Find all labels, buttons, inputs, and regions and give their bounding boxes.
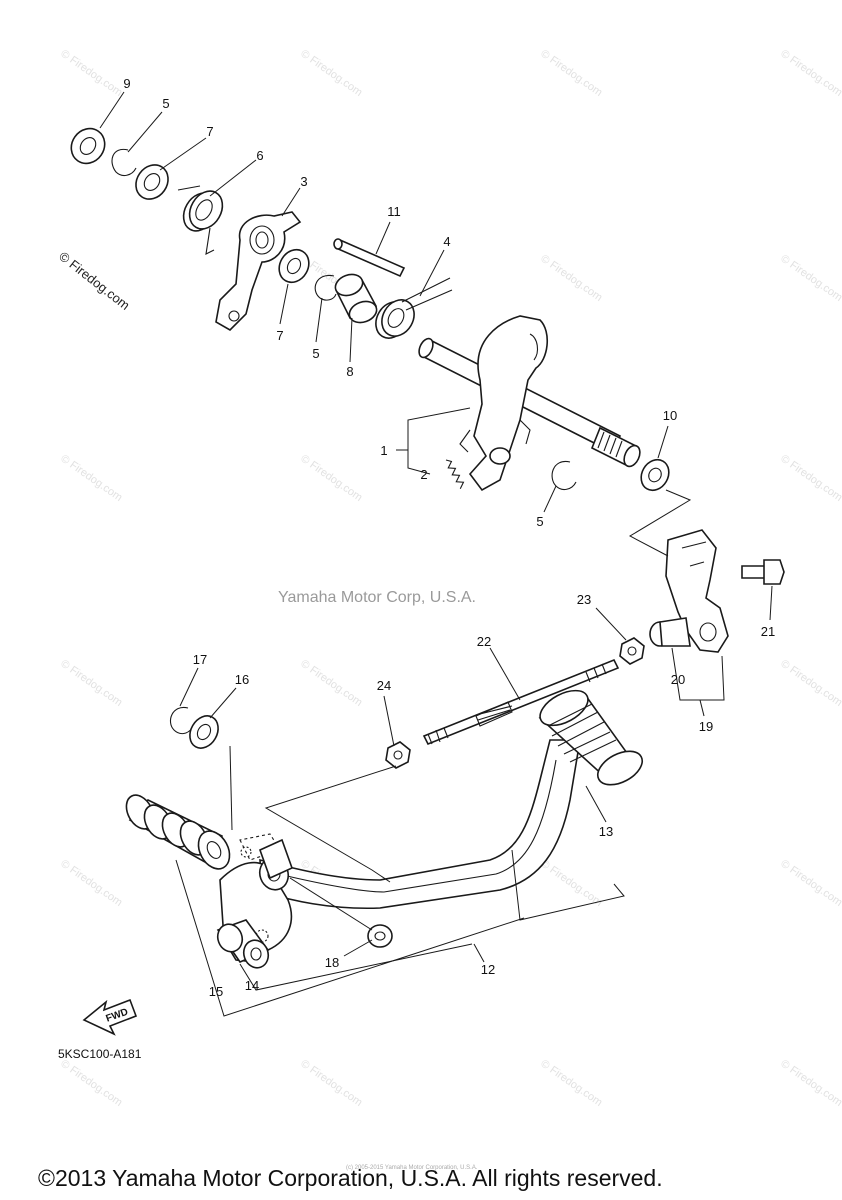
callout-2: 2 <box>420 467 427 482</box>
part-20-ball-joint <box>649 617 691 647</box>
callout-12: 12 <box>481 962 495 977</box>
callout-9: 9 <box>123 76 130 91</box>
callout-10: 10 <box>663 408 677 423</box>
small-copyright: (c) 2005-2015 Yamaha Motor Corporation, … <box>346 1165 478 1171</box>
callout-20: 20 <box>671 672 685 687</box>
part-11-pin <box>333 238 406 278</box>
part-2-spring <box>445 459 465 489</box>
callout-14: 14 <box>245 978 259 993</box>
part-15-pedal-rubber-rear <box>125 794 231 870</box>
watermark: © Firedog.com <box>58 1058 124 1109</box>
fwd-arrow-icon: FWD <box>82 998 138 1036</box>
part-8-collar <box>334 273 378 324</box>
diagram-code: 5KSC100-A181 <box>58 1047 142 1061</box>
part-22-shift-rod <box>422 658 620 746</box>
part-16-washer <box>189 715 219 749</box>
part-6-torsion-spring <box>177 185 224 255</box>
watermark: © Firedog.com <box>538 253 604 304</box>
part-21-bolt <box>741 559 785 585</box>
part-5-circlip-lower <box>314 274 337 301</box>
callout-19: 19 <box>699 719 713 734</box>
watermark: © Firedog.com <box>778 453 842 504</box>
callout-18: 18 <box>325 955 339 970</box>
callout-7: 7 <box>276 328 283 343</box>
part-5-circlip-upper <box>111 148 137 177</box>
callout-11: 11 <box>387 204 401 219</box>
footer-copyright: ©2013 Yamaha Motor Corporation, U.S.A. A… <box>38 1165 663 1191</box>
watermark-layer: © Firedog.com © Firedog.com © Firedog.co… <box>58 48 842 1109</box>
watermark: © Firedog.com <box>778 253 842 304</box>
part-24-nut <box>385 741 411 769</box>
callout-15: 15 <box>209 984 223 999</box>
watermark: © Firedog.com <box>538 858 604 909</box>
watermark: © Firedog.com <box>778 1058 842 1109</box>
watermark: © Firedog.com <box>778 658 842 709</box>
firedog-side-watermark: © Firedog.com <box>56 249 133 313</box>
brand-watermark-center: Yamaha Motor Corp, U.S.A. <box>278 589 476 606</box>
watermark: © Firedog.com <box>778 858 842 909</box>
callout-6: 6 <box>256 148 263 163</box>
part-13-pedal-rubber-front <box>538 689 643 786</box>
callout-1: 1 <box>380 443 387 458</box>
part-5-circlip-right <box>551 461 577 491</box>
pedal-pivot-boss <box>258 838 294 891</box>
watermark: © Firedog.com <box>538 48 604 99</box>
callout-4: 4 <box>443 234 450 249</box>
callout-5: 5 <box>312 346 319 361</box>
watermark: © Firedog.com <box>298 1058 364 1109</box>
callout-13: 13 <box>599 824 613 839</box>
part-4-return-spring <box>375 277 453 339</box>
callout-17: 17 <box>193 652 207 667</box>
watermark: © Firedog.com <box>298 453 364 504</box>
leader-lines <box>99 91 773 1017</box>
watermark: © Firedog.com <box>58 858 124 909</box>
watermark: © Firedog.com <box>58 453 124 504</box>
callout-5: 5 <box>536 514 543 529</box>
callout-8: 8 <box>346 364 353 379</box>
callout-24: 24 <box>377 678 391 693</box>
watermark: © Firedog.com <box>58 48 124 99</box>
part-23-nut <box>619 637 645 665</box>
watermark: © Firedog.com <box>298 48 364 99</box>
callout-22: 22 <box>477 634 491 649</box>
part-10-washer <box>640 458 670 492</box>
part-9-washer <box>70 127 106 165</box>
part-17-circlip <box>170 706 193 735</box>
watermark: © Firedog.com <box>778 48 842 99</box>
watermark: © Firedog.com <box>298 658 364 709</box>
callout-23: 23 <box>577 592 591 607</box>
part-7-washer-lower <box>278 248 310 284</box>
part-19-shift-joint <box>665 529 729 653</box>
callout-7: 7 <box>206 124 213 139</box>
watermark: © Firedog.com <box>58 658 124 709</box>
callout-labels: 9 5 7 6 3 7 5 8 11 4 1 2 5 10 21 23 22 2… <box>123 76 775 999</box>
part-7-washer-upper <box>135 164 169 200</box>
part-14-pivot-boss <box>216 919 270 969</box>
part-3-shift-arm <box>215 211 302 331</box>
watermark: © Firedog.com <box>538 1058 604 1109</box>
callout-3: 3 <box>300 174 307 189</box>
callout-21: 21 <box>761 624 775 639</box>
callout-16: 16 <box>235 672 249 687</box>
part-18-washer <box>367 924 393 948</box>
callout-5: 5 <box>162 96 169 111</box>
part-1-shift-shaft <box>418 315 641 492</box>
